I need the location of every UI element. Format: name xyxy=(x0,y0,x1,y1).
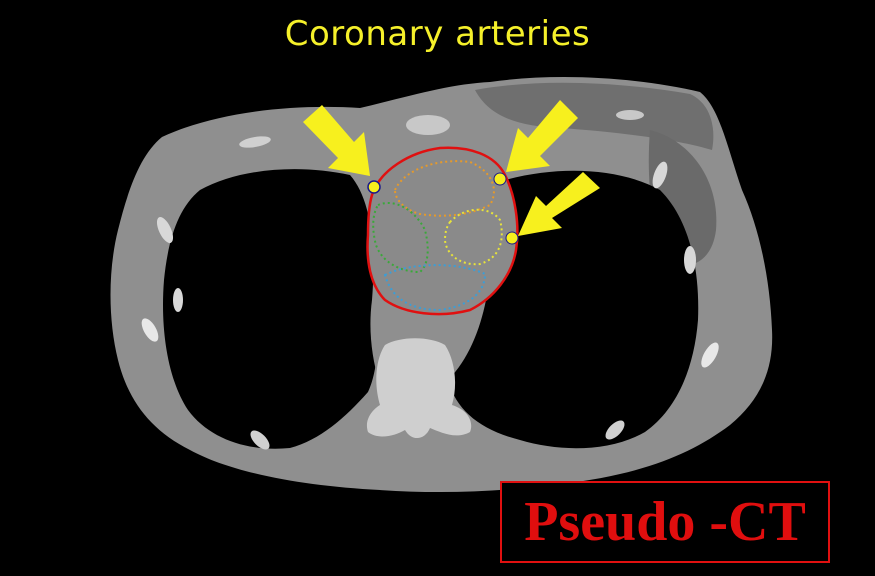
rib xyxy=(684,246,696,274)
artery-marker-right-upper xyxy=(494,173,506,185)
modality-label-box: Pseudo -CT xyxy=(500,481,830,563)
rib xyxy=(616,110,644,120)
lung-left xyxy=(163,169,377,449)
image-title: Coronary arteries xyxy=(0,14,875,54)
artery-marker-left xyxy=(368,181,380,193)
modality-label: Pseudo -CT xyxy=(524,494,806,550)
rib xyxy=(173,288,183,312)
sternum xyxy=(406,115,450,135)
heart xyxy=(368,148,518,314)
artery-marker-right-lower xyxy=(506,232,518,244)
